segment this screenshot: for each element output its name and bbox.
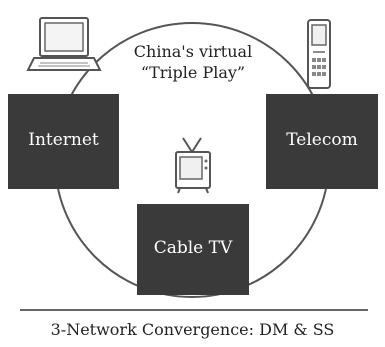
internet-label: Internet — [28, 130, 99, 150]
telecom-box — [266, 94, 378, 189]
diagram-caption: 3-Network Convergence: DM & SS — [50, 320, 335, 339]
center-title-line2: “Triple Play” — [140, 63, 246, 82]
telecom-label: Telecom — [286, 130, 358, 150]
internet-box — [8, 94, 119, 189]
television-icon — [175, 137, 211, 194]
mobile-phone-icon — [307, 19, 331, 89]
cable-tv-label: Cable TV — [153, 238, 233, 258]
cable-tv-box — [137, 204, 249, 295]
center-title-line1: China's virtual — [133, 42, 253, 61]
laptop-icon — [26, 17, 102, 71]
